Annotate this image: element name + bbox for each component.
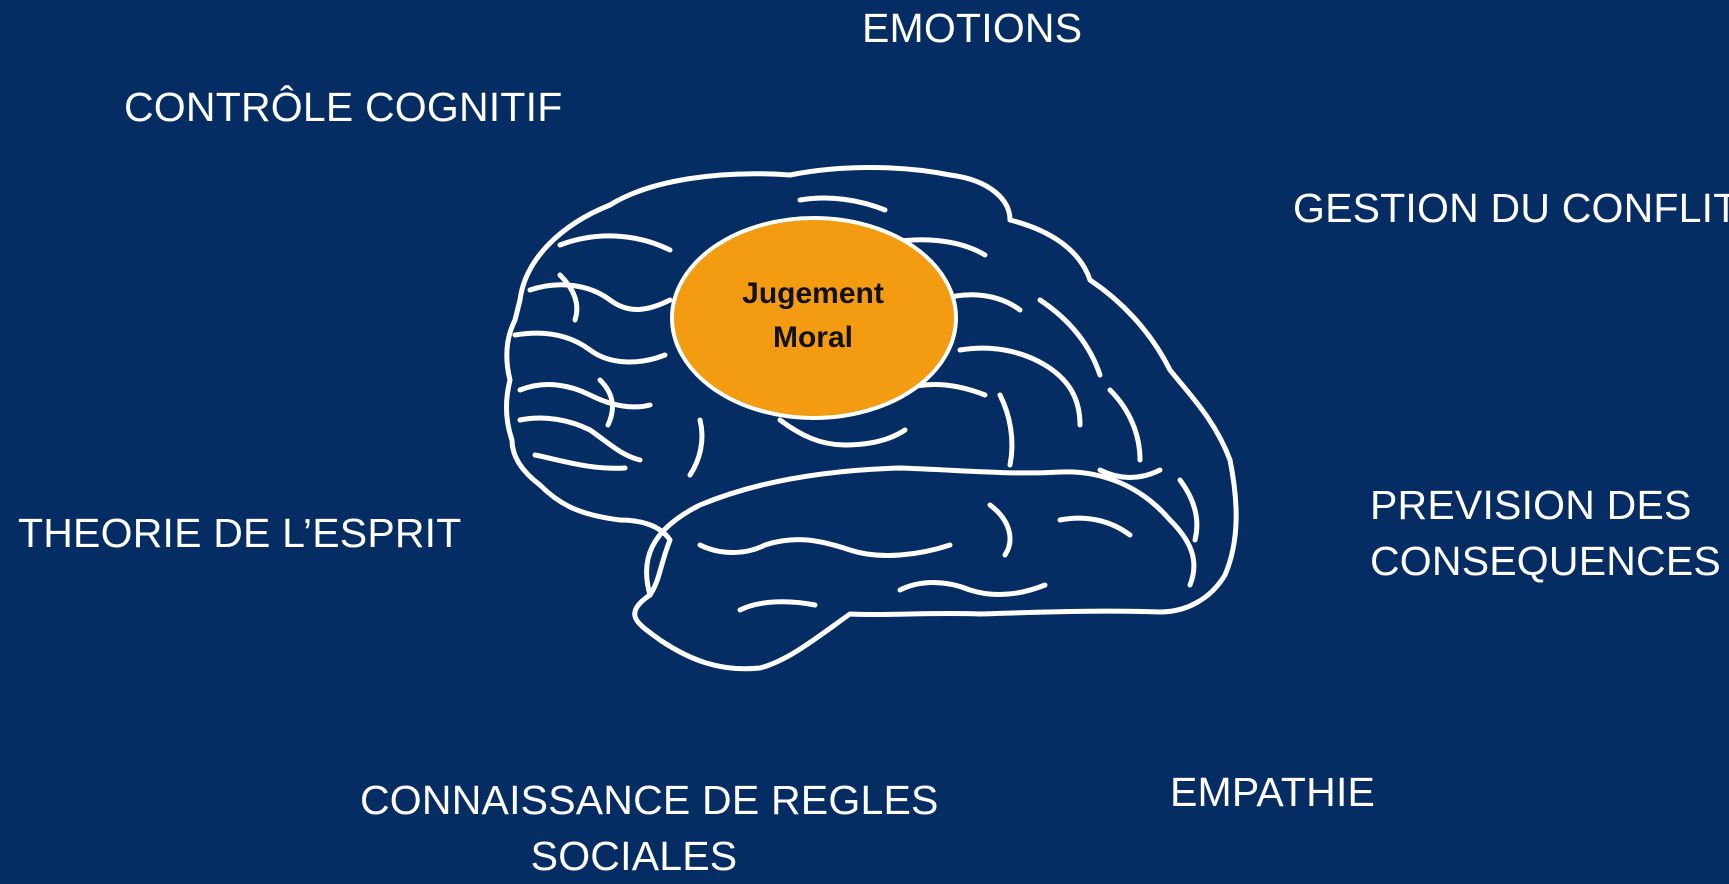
core-line-1: Jugement: [742, 277, 884, 310]
core-line-2: Moral: [772, 321, 853, 354]
label-emotions: EMOTIONS: [862, 5, 1083, 51]
label-gestion-du-conflit: GESTION DU CONFLIT: [1293, 185, 1729, 231]
label-controle-cognitif: CONTRÔLE COGNITIF: [124, 84, 563, 130]
label-sociales: SOCIALES: [530, 833, 738, 879]
label-connaissance-de-regles: CONNAISSANCE DE REGLES: [360, 777, 939, 823]
label-consequences: CONSEQUENCES: [1370, 538, 1721, 584]
core-concept-label: Jugement Moral: [673, 272, 953, 360]
label-prevision-des: PREVISION DES: [1370, 482, 1692, 528]
label-empathie: EMPATHIE: [1170, 769, 1376, 815]
label-theorie-de-lesprit: THEORIE DE L’ESPRIT: [18, 510, 462, 556]
